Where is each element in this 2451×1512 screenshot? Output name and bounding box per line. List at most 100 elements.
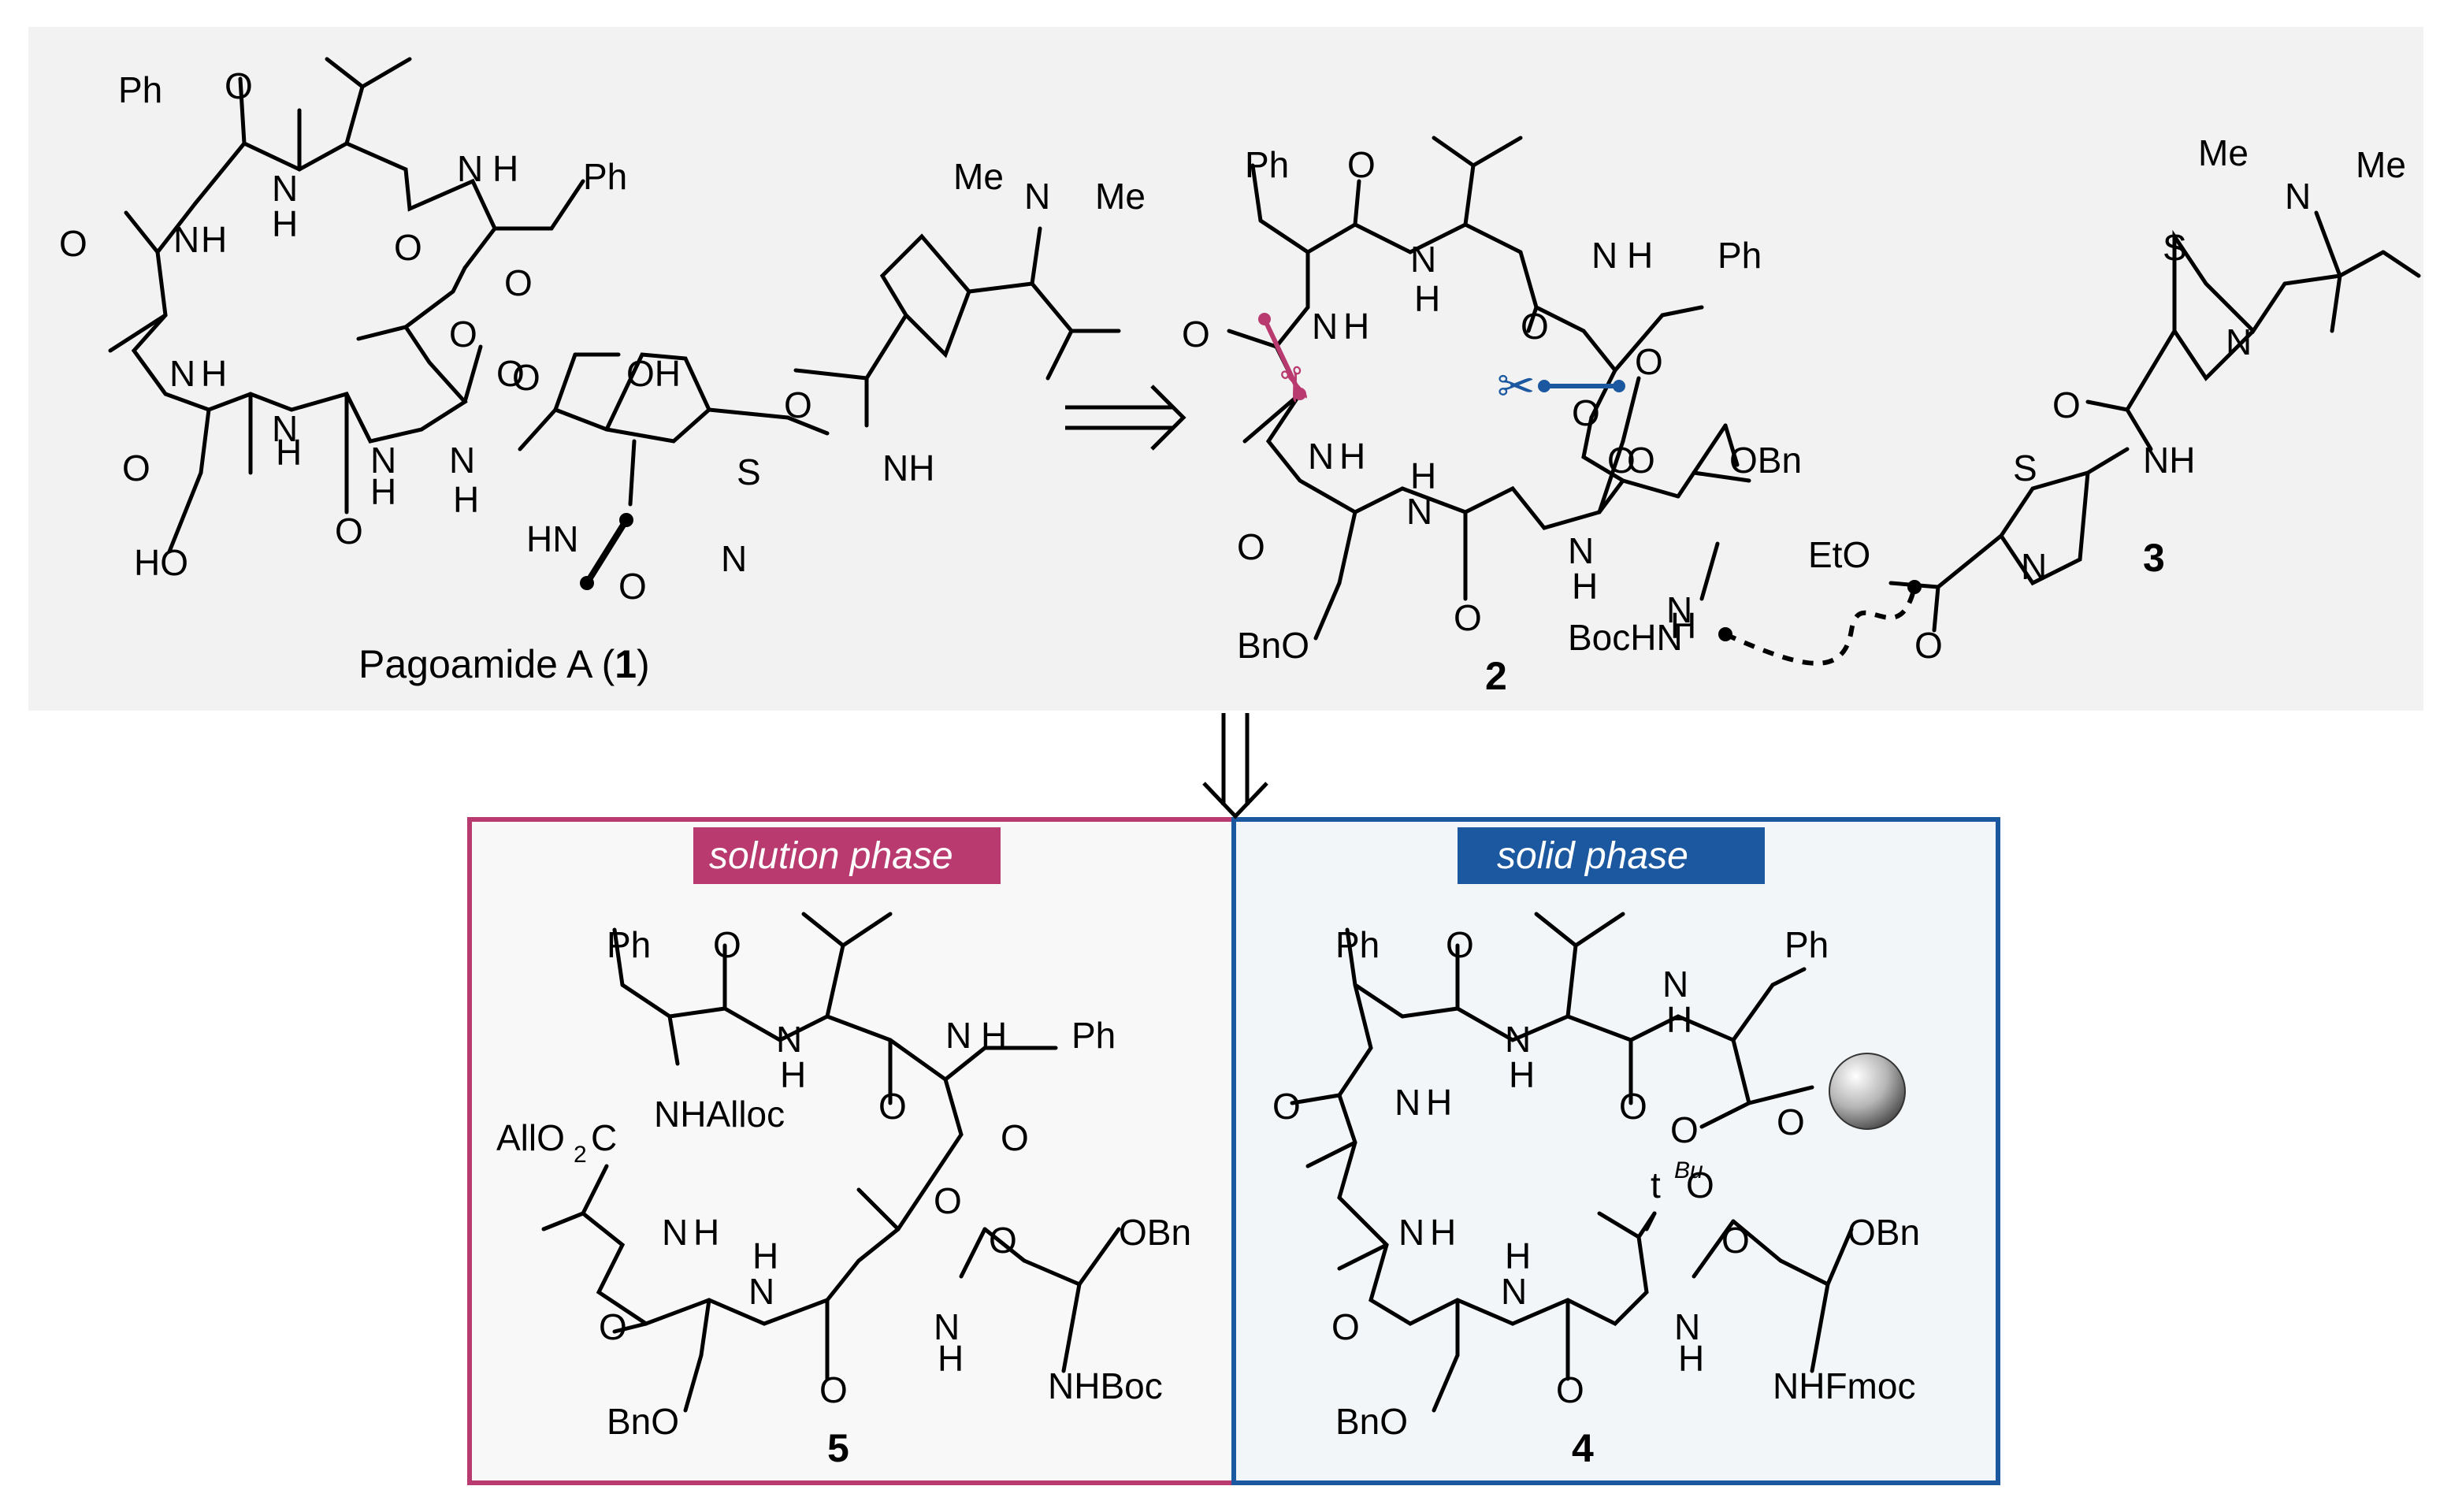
c1-atom-32: N: [1024, 176, 1050, 217]
c2-atom-11: O: [1182, 314, 1210, 355]
c3-atom-1: N: [2285, 176, 2311, 217]
c1-atom-35: NH: [882, 448, 934, 489]
c5-atom-15: H: [693, 1212, 719, 1253]
c1-atom-2: N: [272, 168, 298, 209]
c2-atom-22: O: [1607, 440, 1636, 481]
c5-atom-13: O: [934, 1180, 962, 1221]
c4-atom-27: NHFmoc: [1773, 1365, 1915, 1406]
c1-atom-10: H: [201, 219, 227, 260]
c3-atom-6: NH: [2143, 440, 2195, 481]
c4-atom-7: O: [1619, 1086, 1647, 1127]
ester-cleavage-marker: ✂: [1497, 361, 1625, 412]
c1-atom-6: Ph: [583, 156, 627, 197]
c2-atom-10: H: [1343, 306, 1369, 347]
compound-4-number: 4: [1572, 1426, 1594, 1470]
c2-atom-5: H: [1627, 235, 1653, 276]
c1-atom-0: Ph: [118, 69, 162, 110]
c3-atom-2: Me: [2356, 144, 2406, 185]
c2-atom-13: N: [1308, 436, 1334, 477]
c1-atom-12: O: [449, 314, 477, 355]
c1-atom-23: N: [370, 440, 396, 481]
c4-atom-6: Ph: [1784, 924, 1829, 965]
c5-atom-24: BnO: [607, 1401, 679, 1442]
c2-atom-25: OBn: [1729, 440, 1802, 481]
c1-atom-15: O: [122, 448, 150, 489]
c1-atom-31: Me: [953, 156, 1004, 197]
c5-atom-0: Ph: [607, 924, 651, 965]
c4-atom-20: H: [1505, 1235, 1531, 1276]
c2-atom-12: O: [1572, 392, 1600, 433]
c5-atom-1: O: [713, 924, 741, 965]
c4-atom-26: BnO: [1335, 1401, 1408, 1442]
resin-bead-icon: [1829, 1053, 1906, 1130]
c4-atom-22: N: [1674, 1306, 1700, 1347]
c2-atom-27: BocHN: [1568, 617, 1683, 658]
c1-atom-9: N: [173, 219, 199, 260]
c2-atom-7: O: [1521, 306, 1549, 347]
c2-atom-19: N: [1568, 530, 1594, 571]
c2-atom-0: Ph: [1245, 144, 1289, 185]
c5-atom-20: N: [934, 1306, 960, 1347]
c1-atom-20: H: [453, 479, 479, 520]
c2-atom-20: H: [1572, 566, 1598, 607]
compound-2-number: 2: [1485, 654, 1507, 698]
solution-phase-label: solution phase: [709, 835, 953, 877]
c5-atom-22: O: [989, 1220, 1017, 1261]
solid-phase-label-bg: [1458, 827, 1765, 884]
c4-atom-18: O: [1331, 1306, 1360, 1347]
c1-atom-24: H: [370, 471, 396, 512]
c2-atom-2: N: [1410, 239, 1436, 280]
solid-phase-box: [1231, 817, 2000, 1485]
solution-phase-panel: solution phase Ph O: [496, 827, 1191, 1470]
c4-atom-5: H: [1666, 999, 1692, 1040]
c2-atom-18: O: [1454, 597, 1482, 638]
c5-atom-3: H: [780, 1054, 806, 1095]
c4-atom-1: O: [1446, 924, 1474, 965]
solution-phase-box: [467, 817, 1236, 1485]
c2-atom-3: H: [1414, 278, 1440, 319]
c1-atom-11: O: [59, 223, 87, 264]
c3-atom-0: Me: [2198, 132, 2249, 173]
c4-atom-0: Ph: [1335, 924, 1380, 965]
c5-atom-18: H: [752, 1235, 778, 1276]
c3-atom-10: O: [1914, 625, 1943, 666]
c2-atom-26: BnO: [1237, 625, 1309, 666]
c1-atom-14: H: [201, 353, 227, 394]
c3-atom-4: N: [2226, 321, 2252, 362]
c5-atom-25: NHBoc: [1048, 1365, 1163, 1406]
c2-atom-16: N: [1406, 491, 1432, 532]
c5-atom-6: Ph: [1071, 1015, 1116, 1056]
c1-atom-22: O: [496, 353, 525, 394]
c4-atom-12: O: [1272, 1086, 1301, 1127]
retrosynthesis-arrow-down: [1202, 713, 1268, 819]
c5-atom-9: O: [1001, 1117, 1029, 1158]
c4-atom-19: N: [1501, 1271, 1527, 1312]
compound-1-structure: Ph O N H N H Ph O O N H O O N H O N H O …: [59, 57, 1146, 686]
c5-atom-5: H: [981, 1015, 1007, 1056]
c4-atom-3: H: [1509, 1054, 1535, 1095]
compound-3-number: 3: [2143, 536, 2165, 580]
c4-atom-4: N: [1662, 964, 1688, 1005]
c4-atom-16: N: [1398, 1212, 1424, 1253]
c2-atom-4: N: [1591, 235, 1617, 276]
c1-atom-27: HN: [526, 518, 578, 559]
c5-atom-2: N: [776, 1019, 802, 1060]
solid-phase-label: solid phase: [1497, 835, 1688, 877]
c1-atom-5: H: [492, 148, 518, 189]
c1-atom-16: N: [272, 408, 298, 449]
c1-atom-21: O: [512, 357, 540, 398]
c1-atom-1: O: [225, 65, 253, 106]
c1-atom-18: O: [335, 511, 363, 552]
c4-atom-25: OBn: [1848, 1212, 1920, 1253]
c1-atom-4: N: [457, 148, 483, 189]
solution-phase-label-bg: [693, 827, 1001, 884]
solid-phase-panel: solid phase: [1272, 827, 1920, 1470]
c1-atom-28: O: [618, 566, 647, 607]
c2-atom-23: N: [1666, 589, 1692, 630]
c4-atom-13: t: [1651, 1165, 1661, 1206]
compound-2-structure: ✂ ✂ Ph O N H N H Ph O O N H O O N H: [1182, 136, 1922, 698]
c1-atom-25: OH: [626, 353, 681, 394]
c4-atom-14: Bu: [1674, 1157, 1703, 1183]
c1-atom-34: O: [784, 385, 812, 425]
